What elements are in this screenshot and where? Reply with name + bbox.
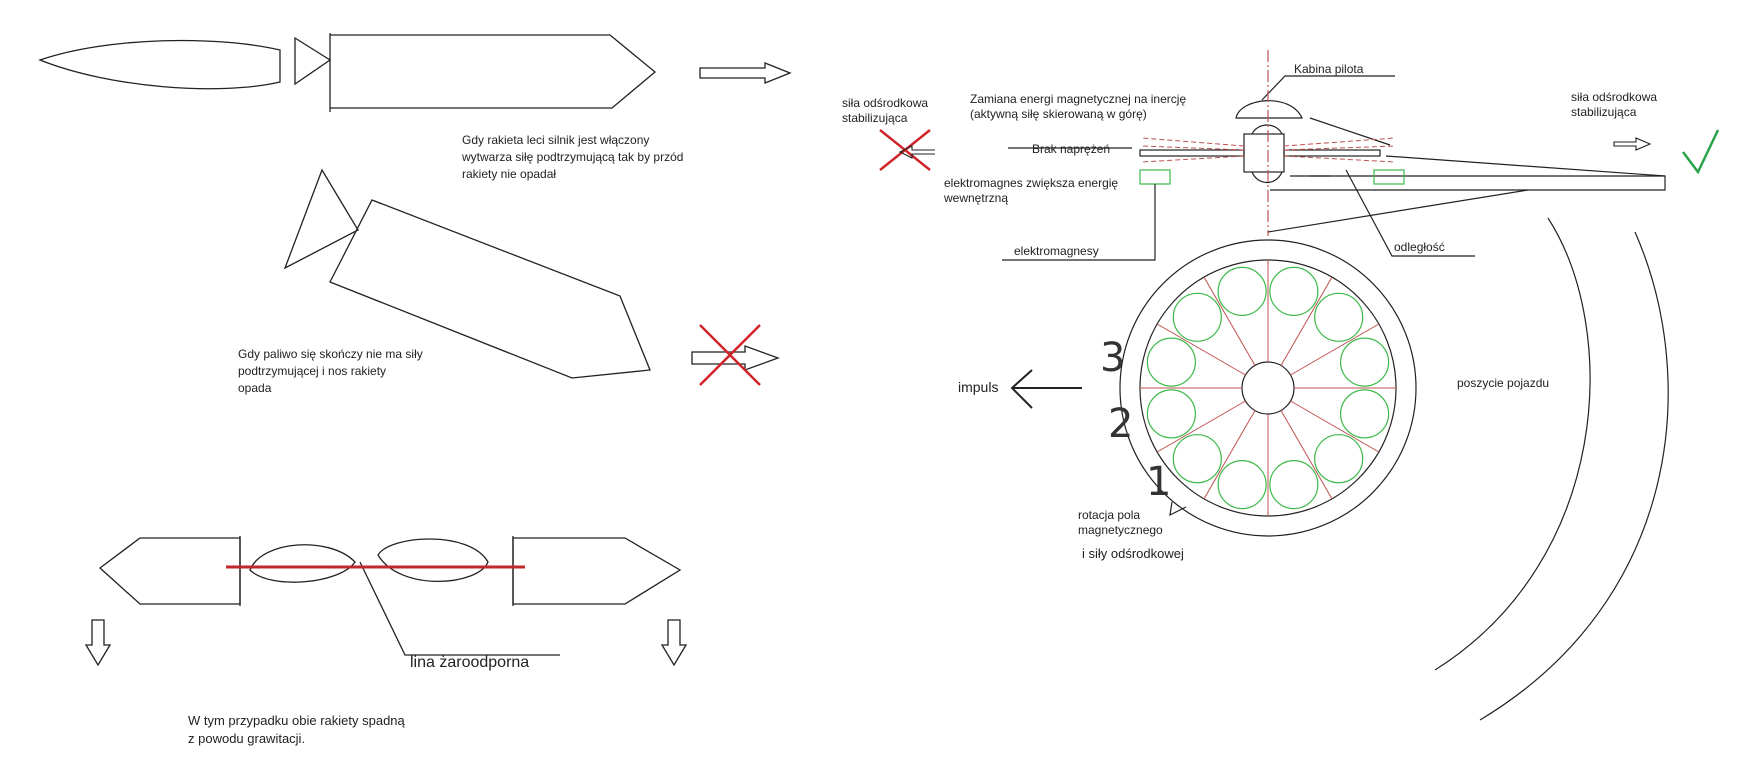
check-mark xyxy=(1682,129,1720,175)
conversion-line-2: (aktywną siłę skierowaną w górę) xyxy=(970,107,1147,121)
coil-circle xyxy=(1146,337,1197,387)
stress-lines xyxy=(1141,137,1396,163)
hull-inner xyxy=(1434,217,1591,671)
wheel-hub xyxy=(1241,361,1295,415)
coil-circle xyxy=(1314,292,1364,342)
wheel-spokes xyxy=(1140,260,1396,516)
coil-circle xyxy=(1217,459,1267,510)
coil-circle xyxy=(1217,266,1267,317)
arrow-right-crossed xyxy=(691,345,780,371)
electromagnet-energy-line-2: wewnętrzną xyxy=(944,191,1009,205)
spoke xyxy=(1203,410,1256,500)
electromagnet-energy-line-1: elektromagnes zwiększa energię xyxy=(944,176,1119,190)
rocket-falling xyxy=(283,168,651,379)
spoke xyxy=(1290,400,1380,453)
number-2: 2 xyxy=(1108,401,1134,447)
centrifugal-left-label: siła odśrodkowa stabilizująca xyxy=(842,96,928,126)
arrow-down-left xyxy=(84,619,112,667)
spoke xyxy=(1203,276,1256,366)
leader-electromagnets xyxy=(1002,184,1156,261)
coil-circle xyxy=(1269,266,1319,317)
leader-distance xyxy=(1345,169,1475,257)
cockpit-label: Kabina pilota xyxy=(1294,62,1364,76)
number-1: 1 xyxy=(1146,459,1172,505)
spoke xyxy=(1280,276,1333,366)
note-no-fuel: Gdy paliwo się skończy nie ma siły podtr… xyxy=(238,346,423,397)
arrow-left-small xyxy=(898,145,935,159)
central-hub xyxy=(1243,133,1285,173)
outer-wheel xyxy=(1119,239,1417,537)
note-no-fuel-line-2: podtrzymującej i nos rakiety xyxy=(238,364,387,378)
note-flight-line-1: Gdy rakieta leci silnik jest włączony xyxy=(462,133,650,147)
spoke xyxy=(1290,323,1380,376)
electromagnets-label: elektromagnesy xyxy=(1014,244,1099,258)
cockpit-dome xyxy=(1235,100,1303,119)
spoke xyxy=(1280,410,1333,500)
impulse-label: impuls xyxy=(958,379,999,395)
coil-right xyxy=(1373,169,1405,185)
conversion-line-1: Zamiana energi magnetycznej na inercję xyxy=(970,92,1187,106)
centrifugal-right-line-2: stabilizująca xyxy=(1571,105,1637,119)
rotation-label: rotacja pola magnetycznego xyxy=(1078,508,1163,538)
note-no-fuel-line-3: opada xyxy=(238,381,272,395)
rope-label: lina żaroodporna xyxy=(410,654,530,671)
centrifugal-left-line-2: stabilizująca xyxy=(842,111,908,125)
spoke xyxy=(1156,323,1246,376)
hull-outer xyxy=(1479,231,1669,721)
coil-circle xyxy=(1146,389,1197,439)
no-stress-label: Brak naprężeń xyxy=(1032,142,1111,156)
cockpit-leader xyxy=(1261,75,1395,101)
cross-mark-falling xyxy=(699,324,761,386)
rotation-arrow xyxy=(1169,501,1187,517)
note-gravity-line-2: z powodu grawitacji. xyxy=(188,731,306,746)
rotation-line-2: magnetycznego xyxy=(1078,523,1163,537)
centrifugal-left-line-1: siła odśrodkowa xyxy=(842,96,929,110)
rotation-line-1: rotacja pola xyxy=(1078,508,1141,522)
distance-label: odległość xyxy=(1394,240,1445,254)
coil-circle xyxy=(1314,434,1364,484)
note-no-fuel-line-1: Gdy paliwo się skończy nie ma siły xyxy=(238,347,423,361)
note-flight: Gdy rakieta leci silnik jest włączony wy… xyxy=(462,132,683,183)
number-3: 3 xyxy=(1100,335,1126,381)
impulse-arrow xyxy=(1010,369,1082,409)
conversion-label: Zamiana energi magnetycznej na inercję (… xyxy=(970,92,1186,122)
wheel-coils xyxy=(1146,266,1390,510)
rocket-flying xyxy=(38,33,657,112)
note-flight-line-2: wytwarza siłę podtrzymującą tak by przód xyxy=(462,150,684,164)
coil-circle xyxy=(1269,459,1319,510)
centrifugal-right-label: siła odśrodkowa stabilizująca xyxy=(1571,90,1657,120)
arrow-down-right xyxy=(660,619,688,667)
centrifugal-right-line-1: siła odśrodkowa xyxy=(1571,90,1658,104)
hull-label: poszycie pojazdu xyxy=(1457,376,1550,390)
coil-circle xyxy=(1172,434,1222,484)
electromagnet-energy-label: elektromagnes zwiększa energię wewnętrzn… xyxy=(944,176,1118,206)
centrifugal-force-label: i siły odśrodkowej xyxy=(1082,546,1184,561)
coil-circle xyxy=(1339,389,1390,439)
note-flight-line-3: rakiety nie opadał xyxy=(462,167,557,181)
rocket-pair xyxy=(98,536,682,656)
arrow-right-thrust xyxy=(699,62,792,84)
coil-left xyxy=(1139,169,1171,185)
note-gravity-line-1: W tym przypadku obie rakiety spadną xyxy=(188,713,405,728)
arrow-right-small xyxy=(1613,137,1652,151)
coil-circle xyxy=(1339,337,1390,387)
note-gravity: W tym przypadku obie rakiety spadną z po… xyxy=(188,712,405,748)
spoke xyxy=(1156,400,1246,453)
coil-circle xyxy=(1172,292,1222,342)
